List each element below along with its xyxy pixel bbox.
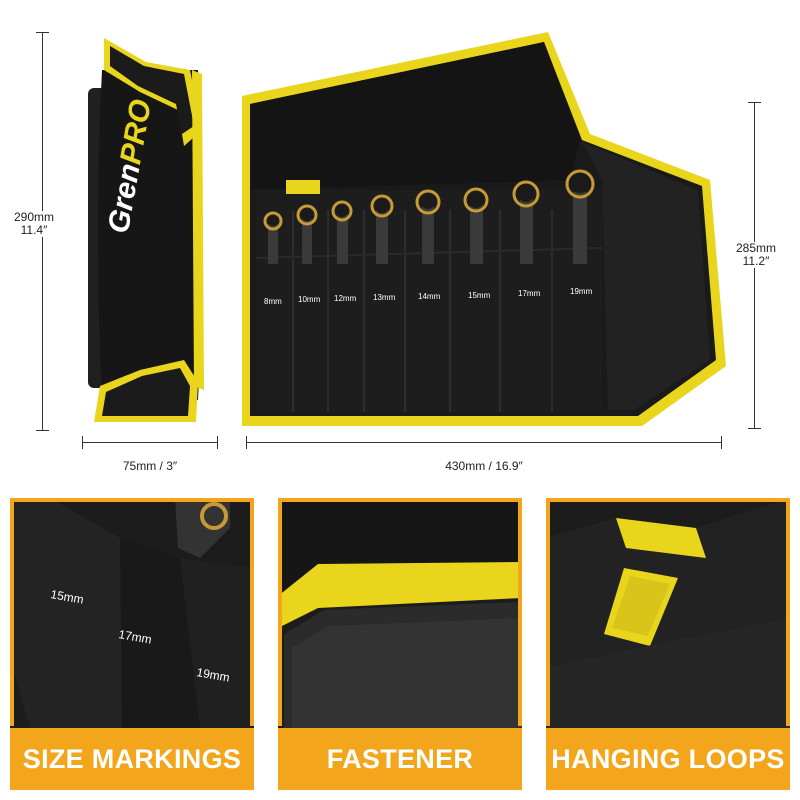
- feature-label-hanging-loops: HANGING LOOPS: [546, 728, 790, 790]
- open-height-tick-bottom: [748, 428, 761, 429]
- pocket-label: 14mm: [418, 292, 441, 301]
- rolled-height-in: 11.4″: [20, 223, 48, 237]
- open-width-label: 430mm / 16.9″: [445, 459, 523, 473]
- pocket-label: 12mm: [334, 294, 357, 303]
- open-pouch: 8mm 10mm 12mm 13mm 14mm 15mm 17mm 19mm: [230, 30, 740, 430]
- rolled-pouch: GrenPRO: [80, 30, 220, 430]
- panel-frame: [10, 498, 254, 726]
- pocket-label: 17mm: [518, 289, 541, 298]
- pocket-label: 19mm: [570, 287, 593, 296]
- rolled-width-label: 75mm / 3″: [122, 459, 178, 473]
- panel-frame: [546, 498, 790, 726]
- open-width-line: [246, 442, 722, 443]
- pocket-label: 8mm: [264, 297, 282, 306]
- open-height-in: 11.2″: [742, 254, 770, 268]
- open-pouch-graphic: 8mm 10mm 12mm 13mm 14mm 15mm 17mm 19mm: [242, 32, 726, 426]
- panel-frame: [278, 498, 522, 726]
- open-height-tick-top: [748, 102, 761, 103]
- detail-size-label: 15mm: [49, 587, 84, 607]
- rolled-width-tick-left: [82, 436, 83, 449]
- rolled-width-tick-right: [217, 436, 218, 449]
- open-height-mm: 285mm: [735, 241, 776, 255]
- rolled-height-mm: 290mm: [13, 210, 54, 224]
- open-width-tick-left: [246, 436, 247, 449]
- rolled-height-tick-top: [36, 32, 49, 33]
- detail-size-label: 17mm: [117, 627, 152, 647]
- rolled-height-tick-bottom: [36, 430, 49, 431]
- feature-panel-size-markings: 15mm 17mm 19mm SIZE MARKINGS: [10, 498, 254, 790]
- feature-label-fastener: FASTENER: [278, 728, 522, 790]
- rolled-width-line: [82, 442, 218, 443]
- open-height-label: 285mm 11.2″: [726, 242, 786, 268]
- pocket-label: 10mm: [298, 295, 321, 304]
- pocket-label: 15mm: [468, 291, 491, 300]
- detail-size-label: 19mm: [195, 665, 230, 685]
- feature-panel-hanging-loops: HANGING LOOPS: [546, 498, 790, 790]
- feature-panel-fastener: FASTENER: [278, 498, 522, 790]
- pocket-label: 13mm: [373, 293, 396, 302]
- rolled-pouch-graphic: [88, 38, 204, 422]
- rolled-height-label: 290mm 11.4″: [2, 211, 66, 237]
- open-width-tick-right: [721, 436, 722, 449]
- feature-label-size-markings: SIZE MARKINGS: [10, 728, 254, 790]
